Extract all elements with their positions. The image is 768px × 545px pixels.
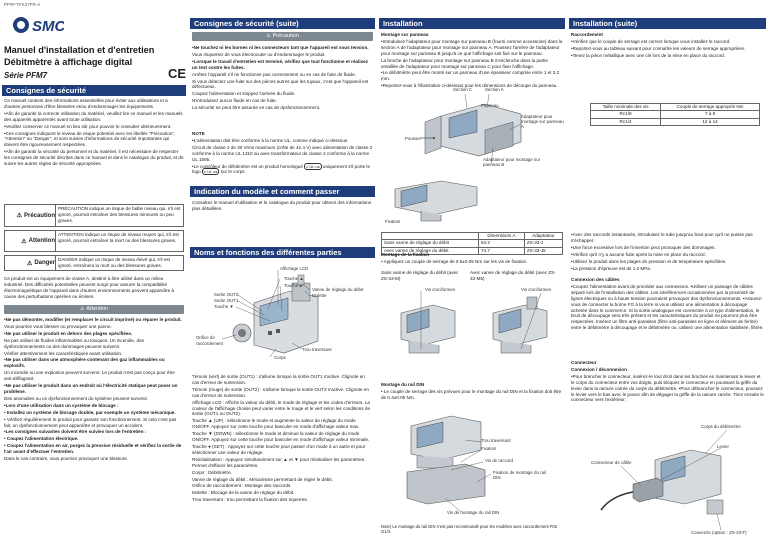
connector-text: Connecteur Connexion / déconnexion •Pour…: [571, 360, 764, 403]
cable-connection-text: Connexion des câbles •Coupez l'alimentat…: [571, 277, 764, 331]
adapter-b-label: Adaptateur pour montage sur panneau B: [483, 157, 541, 167]
series-name: Série PFM7: [4, 71, 48, 80]
dimension-table: Dimensions A Adaptateur Sans vanne de ré…: [381, 231, 564, 255]
panel-mount-diagram: Section C Section A Panneau Adaptateur p…: [381, 86, 564, 172]
risk-levels: ⚠Précaution PRÉCAUTION indique un risque…: [4, 204, 184, 271]
din-note: Note) Le montage du rail DIN n'est pas r…: [381, 524, 558, 535]
raccordement-more: •Avec des raccords instantanés, introdui…: [571, 232, 753, 271]
smc-logo: SMC: [12, 14, 67, 41]
attention-banner: ⚠Attention: [4, 305, 184, 314]
out1-label: Sortie OUT1: [214, 298, 239, 303]
ul-logo: c UL us: [201, 168, 220, 176]
note-block: NOTE •L'alimentation doit être conforme …: [192, 131, 373, 176]
warning-icon: ⚠: [266, 33, 271, 39]
installation-cont-header: Installation (suite): [569, 18, 766, 29]
body-connector-label: Corps du débitmètre: [701, 424, 741, 429]
fixation-diagram: Fixation: [381, 175, 563, 229]
warning-icon: ⚠: [16, 213, 22, 219]
attention-list: •Ne pas démonter, modifier (et remplacer…: [4, 317, 182, 462]
class-a-note: Ce produit est un équipement de classe A…: [4, 276, 175, 299]
warning-icon: ⚠: [79, 306, 85, 312]
doc-title: Manuel d'installation et d'entretien: [4, 45, 155, 55]
flowmeter-illustration: [221, 270, 319, 358]
panel-label: Panneau: [481, 103, 499, 108]
table-row: Rc1/8 7 à 9: [589, 110, 760, 119]
level-danger: ⚠Danger DANGER indique un risque de nive…: [4, 255, 184, 271]
doc-code: PF##-TFK27FR-A: [4, 2, 41, 7]
precaution-text: •Ne touchez ni les bornes ni les connect…: [192, 45, 369, 111]
vis-label-left: Vis cruciformes: [425, 287, 455, 292]
fix-diagram: Vis cruciformes Vis cruciformes: [381, 283, 563, 365]
warning-icon: ⚠: [21, 238, 27, 245]
din-screw-label: Vis de raccord: [485, 458, 513, 463]
section-c-label: Section C: [453, 87, 473, 92]
brand-text: SMC: [32, 18, 64, 35]
indication-header: Indication du modèle et comment passer c…: [190, 186, 375, 207]
fix-left-caption: Sans vanne de réglage du débit (avec ZS-…: [381, 270, 459, 281]
safety-cont-header: Consignes de sécurité (suite): [190, 18, 375, 29]
through-hole-label: Trou traversant: [302, 347, 332, 352]
fix-left: [400, 304, 456, 354]
ce-mark: CE: [168, 66, 187, 81]
knob-label: Molette: [312, 293, 327, 298]
parts-diagram: Affichage LCD Touche ▲ Touche ● Sortie O…: [192, 261, 373, 373]
din-fixation-label: Fixation: [481, 446, 497, 451]
table-row: Avec vanne de réglage du débit 74.7 ZS-3…: [381, 246, 564, 255]
fixation-label: Fixation: [385, 219, 401, 224]
installation-header: Installation: [379, 18, 565, 29]
panel-mount-text: Montage sur panneau •Introduisez l'adapt…: [381, 32, 563, 89]
push-label: Pousser: [405, 136, 422, 141]
fix-right: [492, 296, 548, 354]
fix-mount-text: Montage de la fixation • Appliquez un co…: [381, 252, 528, 264]
precaution-banner: ⚠Précaution: [192, 32, 373, 41]
table-row: Rc1/4 12 à 14: [589, 117, 760, 126]
flowmeter-body: [232, 274, 319, 354]
up-key-label: Touche ▲: [284, 276, 304, 281]
safety-intro: Ce manuel contient des informations esse…: [4, 98, 184, 167]
set-key-label: Touche ●: [284, 283, 303, 288]
din-rail-fixation-label: Fixation de montage du rail DIN: [493, 470, 546, 480]
safety-header: Consignes de sécurité: [2, 85, 186, 96]
warning-icon: ⚠: [26, 260, 33, 267]
cable-connector-label: Connecteur de câble: [591, 460, 632, 465]
level-attention: ⚠Attention ATTENTION indique un risque d…: [4, 230, 184, 252]
doc-subtitle: Débitmètre à affichage digital: [4, 57, 133, 67]
din-through-hole-label: Trou traversant: [481, 438, 511, 443]
din-rail-screw-label: Vis de montage du rail DIN: [447, 510, 500, 515]
indication-text: Consultez le manuel d'utilisation et le …: [192, 200, 372, 211]
raccordement-text: Raccordement •Vérifiez que le couple de …: [571, 32, 746, 58]
port-label: Orifice de raccordement: [196, 335, 223, 346]
ul-logo: c UL us: [304, 162, 322, 170]
torque-table: Taille nominale des vis Couple de serrag…: [589, 102, 760, 126]
level-precaution: ⚠Précaution PRÉCAUTION indique un risque…: [4, 204, 184, 227]
table-row: Sans vanne de réglage du débit 64.2 ZS-3…: [381, 239, 564, 248]
lcd-label: Affichage LCD: [280, 266, 309, 271]
parts-header: Noms et fonctions des différentes partie…: [190, 247, 375, 258]
adapter-a-label: Adaptateur pour montage sur panneau A: [521, 114, 564, 129]
out2-label: Sortie OUT2: [214, 292, 239, 297]
cover-label: Couvercle (option : ZS-33-F): [691, 530, 747, 535]
parts-descriptions: Témoin (vert) de sortie (OUT1) : s'allum…: [192, 374, 371, 503]
valve-label: Vanne de réglage du débit: [312, 287, 364, 292]
vis-label-right: Vis cruciformes: [521, 287, 551, 292]
lever-label: Levier: [717, 444, 729, 449]
section-a-label: Section A: [485, 87, 504, 92]
din-diagram: Trou traversant Fixation Vis de raccord …: [381, 400, 563, 522]
din-mount-text: Montage du rail DIN • Le couple de serra…: [381, 382, 562, 400]
down-key-label: Touche ▼: [214, 304, 234, 309]
connector-diagram: Corps du débitmètre Levier Connecteur de…: [571, 420, 764, 540]
fix-right-caption: Avec vanne de réglage du débit (avec ZS-…: [470, 270, 556, 281]
body-label: Corps: [274, 355, 286, 360]
